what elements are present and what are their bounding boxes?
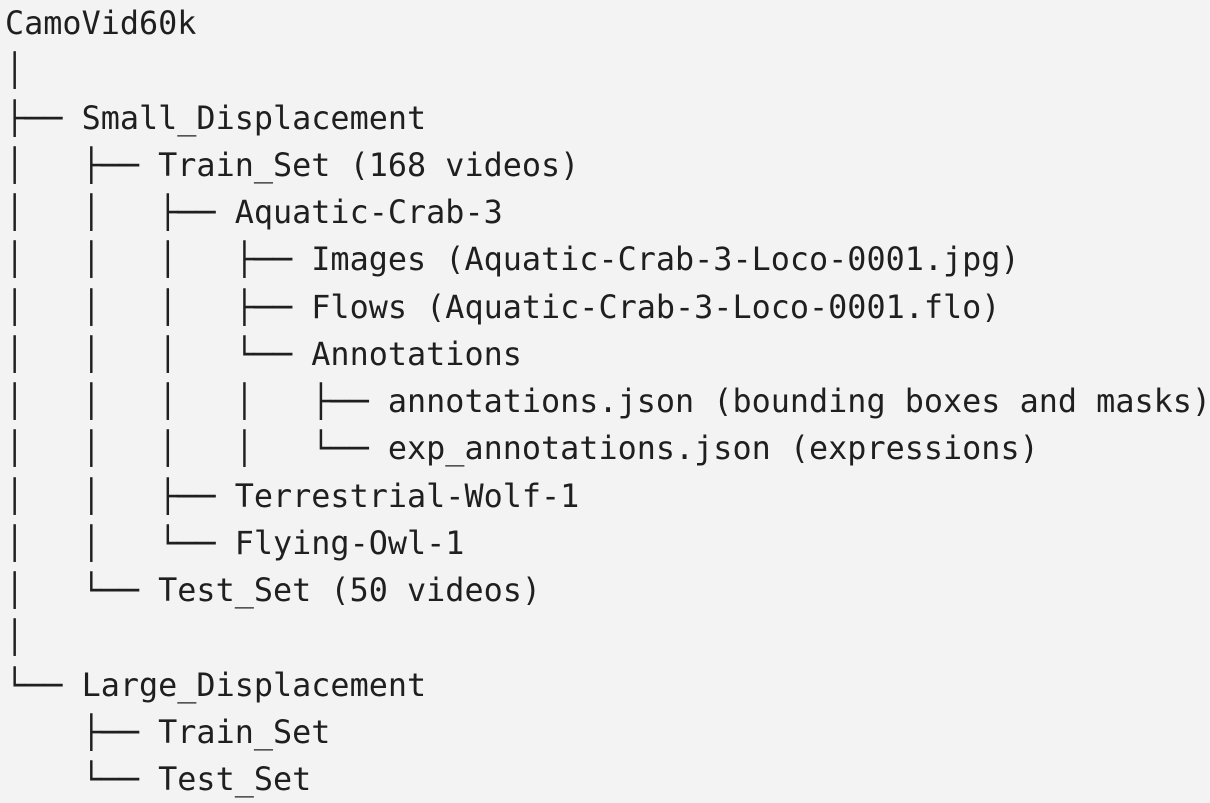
tree-node-small-displacement: ├── Small_Displacement: [5, 99, 427, 137]
tree-line: │: [5, 619, 25, 657]
tree-node-large-train-set: ├── Train_Set: [5, 713, 331, 751]
tree-node-flows: │ │ │ ├── Flows (Aquatic-Crab-3-Loco-000…: [5, 288, 1001, 326]
tree-root: CamoVid60k: [5, 5, 197, 42]
tree-node-exp-annotations-json: │ │ │ │ └── exp_annotations.json (expres…: [5, 430, 1039, 468]
tree-node-images: │ │ │ ├── Images (Aquatic-Crab-3-Loco-00…: [5, 241, 1020, 279]
tree-line: │: [5, 52, 25, 90]
directory-tree: CamoVid60k │ ├── Small_Displacement │ ├── T…: [5, 0, 1210, 803]
tree-node-large-test-set: └── Test_Set: [5, 761, 312, 798]
tree-node-annotations: │ │ │ └── Annotations: [5, 335, 522, 373]
tree-node-aquatic-crab: │ │ ├── Aquatic-Crab-3: [5, 194, 503, 231]
tree-node-large-displacement: └── Large_Displacement: [5, 666, 427, 704]
tree-node-annotations-json: │ │ │ │ ├── annotations.json (bounding b…: [5, 383, 1210, 420]
tree-node-terrestrial-wolf: │ │ ├── Terrestrial-Wolf-1: [5, 477, 580, 515]
tree-node-flying-owl: │ │ └── Flying-Owl-1: [5, 524, 465, 562]
tree-node-train-set: │ ├── Train_Set (168 videos): [5, 146, 580, 184]
tree-node-test-set: │ └── Test_Set (50 videos): [5, 572, 542, 609]
